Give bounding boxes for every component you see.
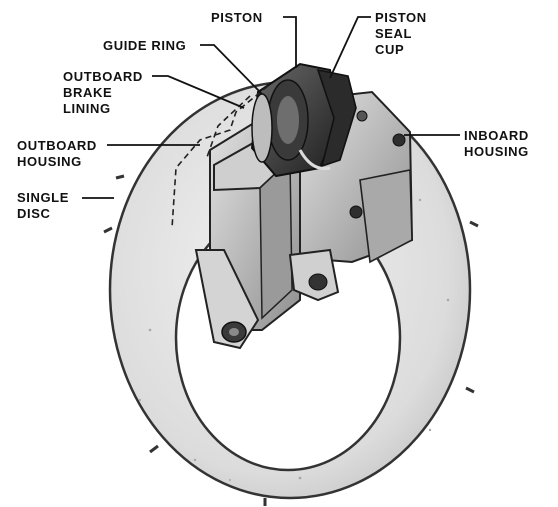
svg-text:HOUSING: HOUSING [464, 144, 529, 159]
svg-text:LINING: LINING [63, 101, 111, 116]
label-piston: PISTON [211, 10, 296, 68]
svg-text:PISTON: PISTON [375, 10, 427, 25]
svg-text:DISC: DISC [17, 206, 50, 221]
svg-text:SINGLE: SINGLE [17, 190, 69, 205]
svg-text:GUIDE RING: GUIDE RING [103, 38, 186, 53]
guide-ring [252, 94, 272, 162]
svg-text:CUP: CUP [375, 42, 404, 57]
svg-text:BRAKE: BRAKE [63, 85, 112, 100]
label-guide-ring: GUIDE RING [103, 38, 262, 94]
svg-text:PISTON: PISTON [211, 10, 263, 25]
label-piston-seal-cup: PISTON SEAL CUP [330, 10, 427, 78]
svg-text:OUTBOARD: OUTBOARD [17, 138, 97, 153]
svg-text:OUTBOARD: OUTBOARD [63, 69, 143, 84]
svg-text:HOUSING: HOUSING [17, 154, 82, 169]
svg-text:INBOARD: INBOARD [464, 128, 529, 143]
label-single-disc: SINGLE DISC [17, 190, 114, 221]
svg-text:SEAL: SEAL [375, 26, 412, 41]
